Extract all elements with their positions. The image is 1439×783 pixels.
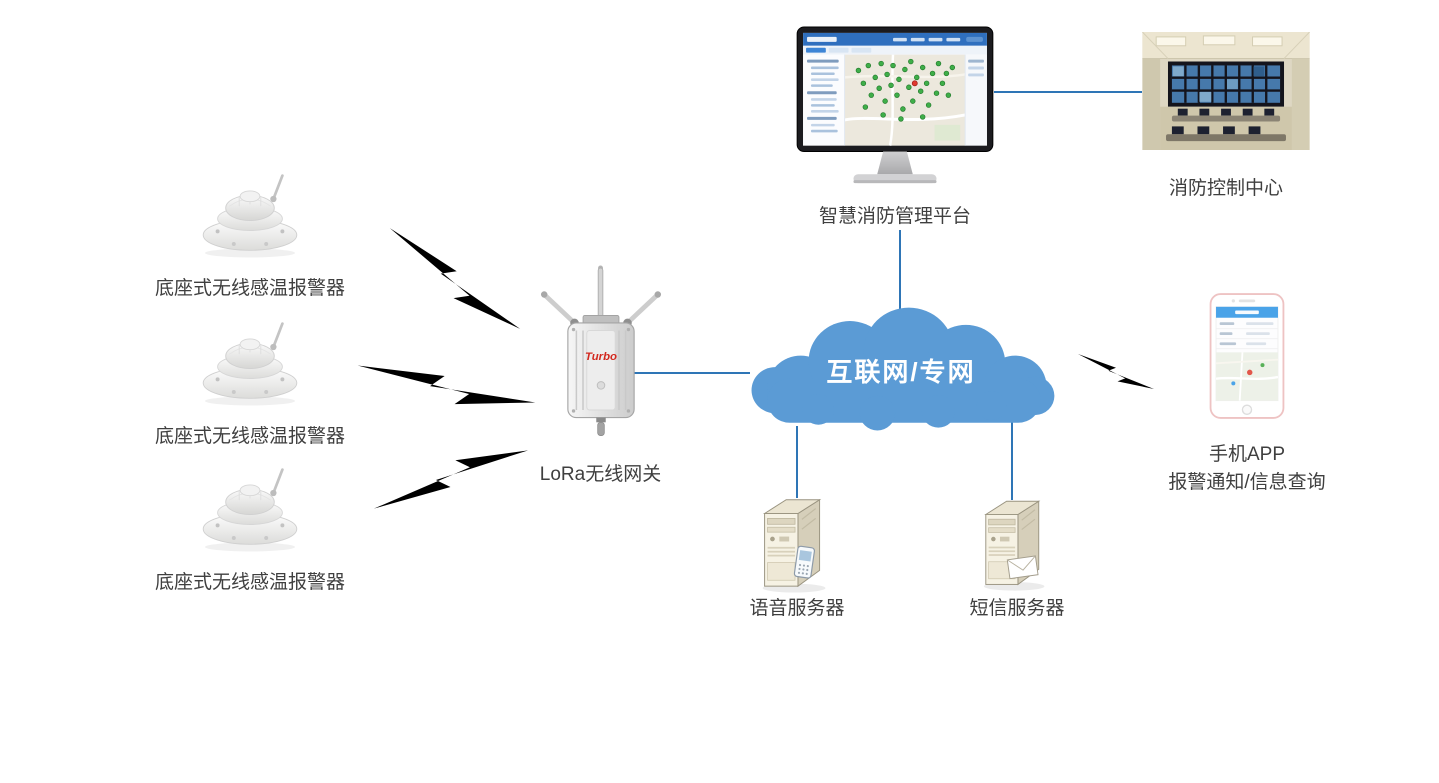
lora-gateway-device-icon: Turbo: [540, 265, 661, 436]
sensor-1-label: 底座式无线感温报警器: [154, 278, 345, 299]
node-mobile-app: 手机APP 报警通知/信息查询: [1152, 292, 1342, 496]
lightning-bolt-icon: [374, 440, 528, 519]
lightning-bolt-icon: [1078, 354, 1154, 389]
gateway-brand-text: Turbo: [585, 351, 617, 363]
mobile-app-label: 手机APP: [1208, 444, 1286, 465]
platform-label: 智慧消防管理平台: [818, 206, 971, 227]
voice-server-label: 语音服务器: [749, 598, 845, 619]
connector-platform-cloud: [899, 230, 901, 312]
connector-gateway-cloud: [632, 372, 750, 374]
node-voice-server: 语音服务器: [712, 486, 882, 622]
control-center-label: 消防控制中心: [1168, 178, 1283, 199]
node-sensor-3: 底座式无线感温报警器: [140, 466, 360, 596]
server-tower-envelope-icon: [973, 488, 1061, 592]
node-lora-gateway: Turbo LoRa无线网关: [508, 262, 693, 488]
mobile-app-sublabel: 报警通知/信息查询: [1168, 472, 1326, 493]
node-sensor-1: 底座式无线感温报警器: [140, 172, 360, 302]
smartphone-icon: [1209, 293, 1285, 419]
server-tower-phone-icon: [752, 486, 842, 594]
connector-cloud-smsserver: [1011, 420, 1013, 500]
sensor-3-label: 底座式无线感温报警器: [154, 572, 345, 593]
network-cloud-icon: [751, 307, 1055, 431]
temperature-alarm-device-icon: [187, 172, 313, 262]
gateway-label: LoRa无线网关: [539, 464, 662, 485]
node-control-center: 消防控制中心: [1126, 32, 1326, 202]
sensor-2-label: 底座式无线感温报警器: [154, 426, 345, 447]
temperature-alarm-device-icon: [187, 466, 313, 556]
connector-cloud-voiceserver: [796, 426, 798, 498]
node-sensor-2: 底座式无线感温报警器: [140, 320, 360, 450]
node-platform: 智慧消防管理平台: [795, 26, 995, 230]
cloud-label: 互联网/专网: [826, 356, 976, 387]
monitor-dashboard-icon: [796, 26, 994, 184]
node-internet-cloud: 互联网/专网: [724, 298, 1078, 442]
connector-platform-controlroom: [994, 91, 1142, 93]
temperature-alarm-device-icon: [187, 320, 313, 410]
sms-server-label: 短信服务器: [969, 598, 1065, 619]
control-room-photo: [1142, 32, 1310, 150]
node-sms-server: 短信服务器: [932, 488, 1102, 622]
